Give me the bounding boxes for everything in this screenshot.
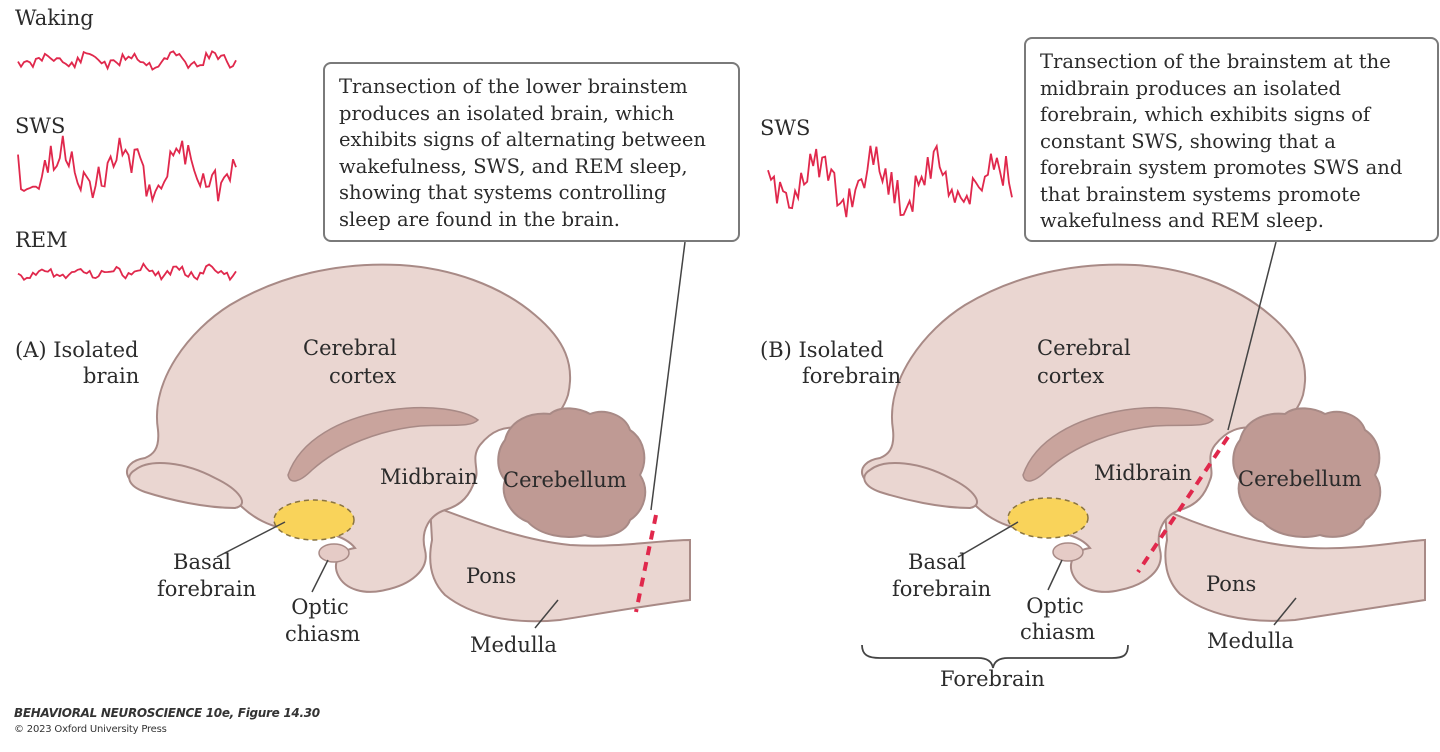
leader-basal-a: [216, 521, 286, 558]
callout-b: Transection of the brainstem at the midb…: [1024, 37, 1439, 242]
optic-chiasm-a: [318, 543, 350, 563]
callout-a-line: sleep are found in the brain.: [339, 207, 620, 231]
eeg-label-sws-a: SWS: [15, 114, 66, 138]
eeg-trace-sws-b: [767, 143, 1013, 218]
panel-a-title: (A) Isolated: [15, 338, 139, 362]
panel-a-title-2: brain: [83, 364, 140, 388]
callout-b-line: that brainstem systems promote: [1040, 182, 1361, 206]
leader-optic-a: [311, 559, 329, 593]
callout-a-line: produces an isolated brain, which: [339, 101, 675, 125]
callout-b-line: Transection of the brainstem at the: [1040, 50, 1391, 73]
panel-b-title: (B) Isolated: [760, 338, 884, 362]
brainstem-a: [428, 503, 691, 623]
transection-line-b: [1136, 435, 1230, 574]
panel-b-title-2: forebrain: [802, 364, 902, 388]
label-basal-forebrain-a: Basal: [173, 550, 231, 574]
callout-a: Transection of the lower brainstem produ…: [323, 62, 740, 242]
callout-a-line: wakefulness, SWS, and REM sleep,: [339, 154, 688, 178]
corpus-callosum-b: [1022, 406, 1215, 482]
label-midbrain-b: Midbrain: [1094, 461, 1192, 485]
label-basal-forebrain-b: Basal: [908, 550, 966, 574]
olfactory-bulb-a: [128, 462, 243, 510]
callout-b-line: forebrain, which exhibits signs of: [1040, 103, 1371, 126]
label-medulla-b: Medulla: [1207, 629, 1294, 653]
brain-a: [126, 241, 691, 629]
olfactory-bulb-b: [863, 462, 978, 510]
label-medulla-a: Medulla: [470, 633, 557, 657]
figure-credit: BEHAVIORAL NEUROSCIENCE 10e, Figure 14.3…: [14, 706, 320, 720]
basal-forebrain-b: [1007, 497, 1089, 539]
label-cerebral-cortex-b: Cerebral: [1037, 336, 1131, 360]
callout-a-line: showing that systems controlling: [339, 181, 667, 204]
label-cerebellum-a: Cerebellum: [503, 468, 627, 492]
label-forebrain-brace: Forebrain: [940, 667, 1045, 691]
transection-line-a: [634, 514, 658, 613]
leader-basal-b: [957, 521, 1019, 558]
leader-callout-b: [1227, 241, 1277, 431]
label-optic-chiasm-a: Optic: [291, 595, 349, 619]
label-basal-forebrain-b-2: forebrain: [892, 577, 992, 601]
eeg-trace-waking: [17, 50, 237, 71]
brain-b: [861, 241, 1426, 669]
callout-b-line: forebrain system promotes SWS and: [1040, 156, 1403, 179]
leader-medulla-b: [1273, 597, 1297, 626]
leader-optic-b: [1047, 559, 1063, 591]
corpus-callosum-a: [287, 406, 480, 482]
leader-medulla-a: [534, 599, 559, 629]
label-optic-chiasm-b-2: chiasm: [1020, 620, 1096, 644]
copyright-line: © 2023 Oxford University Press: [14, 724, 167, 735]
eeg-trace-sws-a: [17, 135, 237, 204]
eeg-label-sws-b: SWS: [760, 116, 811, 140]
callout-b-line: wakefulness and REM sleep.: [1040, 209, 1324, 232]
callout-a-line: exhibits signs of alternating between: [339, 128, 706, 151]
label-midbrain-a: Midbrain: [380, 465, 478, 489]
label-basal-forebrain-a-2: forebrain: [157, 577, 257, 601]
label-cerebellum-b: Cerebellum: [1238, 467, 1362, 491]
label-cerebral-cortex-b-2: cortex: [1037, 364, 1105, 388]
label-cerebral-cortex-a: Cerebral: [303, 336, 397, 360]
basal-forebrain-a: [273, 499, 355, 541]
forebrain-brace: [861, 644, 1129, 669]
label-optic-chiasm-a-2: chiasm: [285, 622, 361, 646]
cerebellum-a: [497, 407, 647, 538]
eeg-label-waking: Waking: [15, 6, 94, 30]
eeg-label-rem: REM: [15, 228, 68, 252]
callout-b-line: midbrain produces an isolated: [1040, 76, 1341, 100]
callout-a-line: Transection of the lower brainstem: [339, 75, 688, 98]
optic-chiasm-b: [1052, 542, 1084, 562]
eeg-trace-rem: [17, 262, 237, 282]
eeg-traces: [17, 50, 1013, 282]
label-cerebral-cortex-a-2: cortex: [329, 364, 397, 388]
callout-b-line: constant SWS, showing that a: [1040, 129, 1336, 153]
label-pons-b: Pons: [1206, 572, 1257, 596]
label-pons-a: Pons: [466, 564, 517, 588]
brainstem-b: [1163, 508, 1426, 622]
label-optic-chiasm-b: Optic: [1026, 594, 1084, 618]
cerebellum-b: [1232, 407, 1382, 538]
leader-callout-a: [650, 241, 686, 511]
